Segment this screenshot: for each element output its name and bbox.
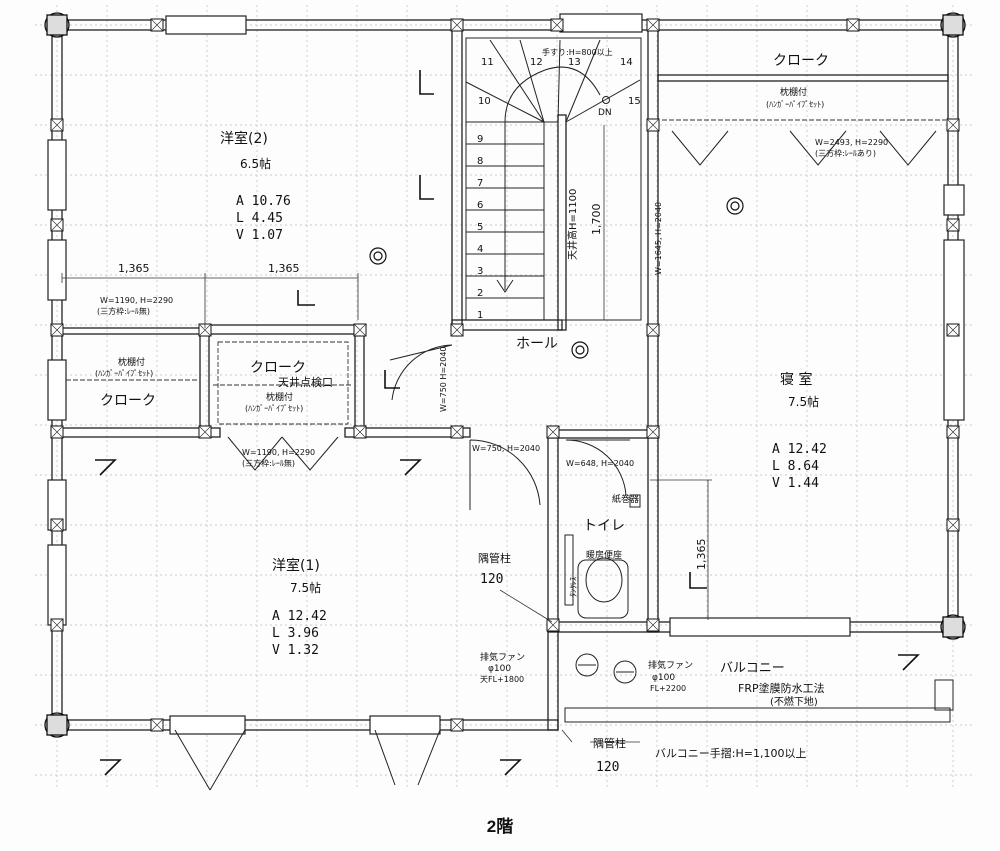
doors — [174, 130, 937, 791]
rod3b: (ﾊﾝｶﾞｰﾊﾟｲﾌﾟｾｯﾄ) — [245, 404, 303, 413]
stair-step-label: 14 — [620, 57, 633, 68]
bedroom-name: 寝 室 — [780, 371, 812, 388]
bedroom-size: 7.5帖 — [788, 394, 819, 409]
attic-access: 天井点検口 — [278, 375, 333, 389]
fan1-h: 天FL+1800 — [480, 675, 524, 684]
stair-1700: 1,700 — [590, 204, 603, 236]
handrail-note: 手すり:H=800以上 — [542, 47, 613, 57]
balcony-name: バルコニー — [720, 661, 785, 676]
stair-step-label: 7 — [477, 178, 483, 189]
stair-step-label: 1 — [477, 310, 483, 321]
pipe2: 隅管柱 — [593, 736, 626, 750]
western1-l: L 3.96 — [272, 626, 319, 641]
door-left-b: (三方枠:ﾚｰﾙ無) — [97, 306, 150, 316]
rod2b: (ﾊﾝｶﾞｰﾊﾟｲﾌﾟｾｯﾄ) — [95, 369, 153, 378]
western1-v: V 1.32 — [272, 643, 319, 658]
door-1645: W=1645, H=2040 — [654, 202, 663, 275]
dim-1365c: 1,365 — [695, 539, 708, 571]
rod2: 枕棚付 — [118, 356, 145, 368]
bedroom-l: L 8.64 — [772, 459, 819, 474]
stair-step-label: 9 — [477, 134, 483, 145]
western2-v: V 1.07 — [236, 228, 283, 243]
western2-area: A 10.76 — [236, 194, 291, 209]
fan2: 排気ファン — [648, 659, 693, 671]
stair-step-label: 15 — [628, 96, 641, 107]
floor-caption: 2階 — [486, 817, 514, 836]
stair-step-label: 13 — [568, 57, 581, 68]
corner-columns — [44, 12, 966, 738]
toilet-name: トイレ — [583, 518, 625, 534]
stair-step-label: 4 — [477, 244, 483, 255]
stair-step-label: 8 — [477, 156, 483, 167]
closet-left: クローク — [100, 393, 156, 409]
rod1b: (ﾊﾝｶﾞｰﾊﾟｲﾌﾟｾｯﾄ) — [766, 100, 824, 109]
closet-center: クローク — [250, 360, 306, 376]
balcony-note2: (不燃下地) — [770, 695, 818, 708]
western2-name: 洋室(2) — [220, 130, 268, 147]
hall-name: ホール — [516, 336, 558, 352]
dim-1365b: 1,365 — [268, 262, 300, 275]
western1-size: 7.5帖 — [290, 580, 321, 595]
door-bed: W=2493, H=2290 — [815, 138, 888, 147]
bedroom-v: V 1.44 — [772, 476, 819, 491]
washlet: 暖房便座 — [586, 549, 622, 561]
ceiling-outlets — [369, 197, 744, 359]
pipe2-val: 120 — [596, 760, 619, 775]
door-center-b: (三方枠:ﾚｰﾙ無) — [242, 458, 295, 468]
rod3: 枕棚付 — [266, 391, 293, 403]
stair-step-label: 11 — [481, 57, 494, 68]
stair-step-label: 3 — [477, 266, 483, 277]
stair-step-label: 5 — [477, 222, 483, 233]
balcony-note1: FRP塗膜防水工法 — [738, 681, 825, 695]
stair-step-label: 2 — [477, 288, 483, 299]
bedroom-area: A 12.42 — [772, 442, 827, 457]
windows — [47, 13, 965, 735]
pipe1-val: 120 — [480, 572, 503, 587]
door-750h: W=750, H=2040 — [472, 444, 540, 453]
fan1-d: φ100 — [488, 664, 511, 674]
wall-pillars — [50, 18, 960, 732]
western2-l: L 4.45 — [236, 211, 283, 226]
stair-dn: DN — [598, 108, 612, 118]
water-tank: ﾀﾝｸﾚｽ — [569, 577, 578, 597]
labels: 洋室(2) 6.5帖 A 10.76 L 4.45 V 1.07 洋室(1) 7… — [95, 47, 888, 775]
dimension-lines — [61, 125, 712, 743]
rod1: 枕棚付 — [780, 86, 807, 98]
paper-holder: 紙巻器 — [612, 493, 639, 505]
fan1: 排気ファン — [480, 651, 525, 663]
western1-area: A 12.42 — [272, 609, 327, 624]
door-center: W=1190, H=2290 — [242, 448, 315, 457]
floor-plan-drawing: 洋室(2) 6.5帖 A 10.76 L 4.45 V 1.07 洋室(1) 7… — [35, 5, 975, 791]
fan2-h: FL+2200 — [650, 684, 686, 693]
door-left: W=1190, H=2290 — [100, 296, 173, 305]
stair-ceiling: 天井高H=1100 — [566, 189, 579, 260]
door-750v: W=750 H=2040 — [439, 346, 448, 412]
western1-name: 洋室(1) — [272, 557, 320, 574]
balcony-rail: バルコニー手摺:H=1,100以上 — [655, 746, 806, 760]
pipe1: 隅管柱 — [478, 551, 511, 565]
fixtures — [564, 494, 954, 723]
closet-topright: クローク — [773, 53, 829, 69]
western2-size: 6.5帖 — [240, 156, 271, 171]
stair-step-label: 10 — [478, 96, 491, 107]
door-bed-b: (三方枠:ﾚｰﾙあり) — [815, 148, 876, 158]
dim-1365a: 1,365 — [118, 262, 150, 275]
outlet-markers — [95, 70, 920, 776]
stair-step-label: 6 — [477, 200, 483, 211]
door-648: W=648, H=2040 — [566, 459, 634, 468]
fan2-d: φ100 — [652, 673, 675, 683]
closet-shelves — [66, 119, 946, 425]
staircase — [465, 37, 642, 321]
stair-step-label: 12 — [530, 57, 543, 68]
